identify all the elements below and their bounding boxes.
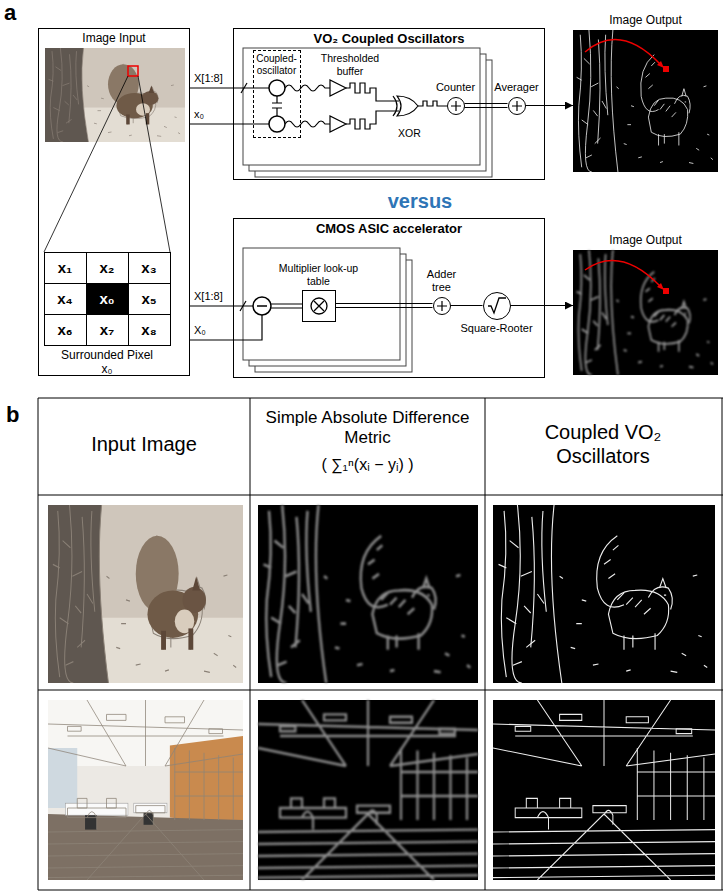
formula: ( ∑₁ⁿ(xᵢ − yᵢ) ) <box>250 455 485 474</box>
asic-block: CMOS ASIC acceleratorMultiplier look-up … <box>233 218 545 378</box>
counter-symbol: Counter <box>447 97 465 115</box>
input-panel: Image Input x₁x₂x₃ x₄x₀x₅ x₆x₇x₈ <box>38 28 190 376</box>
node-label: VO₂ Coupled Oscillators <box>234 31 544 47</box>
signal-label: X[1:8] <box>194 72 223 85</box>
table-header: Input Image <box>38 432 250 456</box>
pixel-cell: x₃ <box>128 252 171 284</box>
averager-symbol: Averager <box>508 97 526 115</box>
connector <box>190 124 233 125</box>
node-label: Coupled-oscillator <box>254 53 300 77</box>
connector-line <box>190 305 233 306</box>
pixel-cell: x₄ <box>44 283 87 315</box>
pixel-cell: x₆ <box>44 314 87 346</box>
output-image: Image Output <box>573 30 718 172</box>
connector <box>465 104 508 108</box>
node-label: x₃ <box>129 259 170 277</box>
connector <box>190 306 233 307</box>
node-label: Image Output <box>609 233 682 247</box>
node-label: x₆ <box>45 321 86 339</box>
node-label: x₀ <box>87 290 128 308</box>
node-label: Image Output <box>609 13 682 27</box>
adder-symbol: Adder tree <box>433 297 451 315</box>
connector-line <box>336 307 433 308</box>
node-label: Square-Rooter <box>460 322 532 335</box>
connector-line <box>451 305 483 306</box>
connector-line <box>465 107 508 108</box>
table-header: Coupled VO₂ Oscillators <box>523 420 683 468</box>
output-image: Image Output <box>573 250 718 375</box>
node-label: Averager <box>494 81 538 94</box>
signal-label: X₀ <box>194 324 206 337</box>
pixel-cell: x₇ <box>86 314 129 346</box>
connector-line <box>465 103 508 104</box>
node-label: Image Input <box>39 31 189 45</box>
connector-line <box>190 87 233 88</box>
buffer-label: Thresholded buffer <box>315 52 385 77</box>
gate-label: XOR <box>398 127 421 140</box>
connector-line <box>190 123 233 124</box>
versus-label: versus <box>340 189 500 213</box>
panel-letter: b <box>6 402 19 428</box>
connector <box>190 340 233 341</box>
connector <box>336 304 433 308</box>
node-label: CMOS ASIC accelerator <box>234 221 544 237</box>
connector-line <box>336 303 433 304</box>
connector-line <box>511 305 574 306</box>
node-label: x₁ <box>45 259 86 277</box>
node-label: x₅ <box>129 290 170 308</box>
node-label: Multiplier look-up table <box>279 262 359 287</box>
pixel-cell: x₅ <box>128 283 171 315</box>
signal-label: X[1:8] <box>194 290 223 303</box>
signal-label: x₀ <box>194 108 204 121</box>
connector-line <box>526 105 574 106</box>
node-label: x₇ <box>87 321 128 339</box>
connector <box>511 305 574 306</box>
lookup-table-box: Multiplier look-up table <box>302 290 336 322</box>
pixel-cell: x₂ <box>86 252 129 284</box>
pixel-cell: x₈ <box>128 314 171 346</box>
panel-letter: a <box>4 0 16 26</box>
coupled-oscillator-group: Coupled-oscillator <box>253 50 301 138</box>
node-label: x₄ <box>45 290 86 308</box>
connector <box>190 88 233 89</box>
node-label: x₈ <box>129 321 170 339</box>
connector <box>451 305 483 306</box>
connector <box>526 105 574 106</box>
pixel-cell: x₀ <box>86 283 129 315</box>
square-root-symbol: Square-Rooter <box>483 292 511 320</box>
grid-caption: Surrounded Pixel x₀ <box>55 348 159 377</box>
oscillator-block: VO₂ Coupled OscillatorsCoupled-oscillato… <box>233 28 545 180</box>
node-label: Counter <box>436 81 475 94</box>
node-label: Adder tree <box>422 268 462 294</box>
connector-line <box>190 339 233 340</box>
pixel-cell: x₁ <box>44 252 87 284</box>
table-header: Simple Absolute Difference Metric <box>250 408 485 449</box>
node-label: x₂ <box>87 259 128 277</box>
